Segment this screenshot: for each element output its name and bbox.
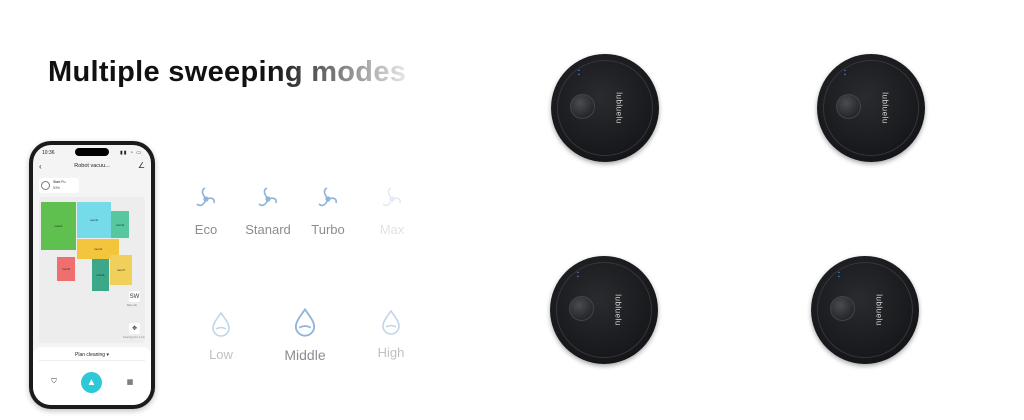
map-move-icon[interactable]: ✥ [129, 323, 140, 334]
robot-avatar-icon [41, 181, 50, 190]
robot-ring [556, 262, 652, 358]
robot-brand: lubluelu [614, 92, 624, 124]
robot-battery: 53% [53, 186, 61, 190]
map-room-1[interactable]: room1 [41, 202, 76, 250]
map-room-2[interactable]: room2 [77, 202, 111, 238]
app-screen: 10:36 ▮▮ ◔ ▭ ‹ Robot vacuu... ∠ Start Fu… [33, 145, 151, 405]
map-edit-button[interactable]: SW [129, 291, 140, 302]
water-low: Low [186, 310, 256, 362]
robot-ring [557, 60, 653, 156]
mode-label-turbo: Turbo [311, 222, 345, 237]
app-title: Robot vacuu... [74, 163, 110, 169]
robot-vacuum-3: ▪▪ lubluelu [550, 256, 658, 364]
water-label-low: Low [209, 347, 233, 362]
map-room-4[interactable]: room4 [77, 239, 119, 259]
water-middle: Middle [270, 306, 340, 363]
map-room-6[interactable]: room6 [92, 259, 109, 291]
app-bar: ‹ Robot vacuu... ∠ [33, 161, 151, 173]
water-drop-icon [294, 307, 316, 337]
water-high: High [356, 308, 426, 360]
cleaning-map[interactable]: room1 room2 room3 room4 room5 room6 room… [39, 197, 145, 343]
phone-notch [75, 148, 109, 156]
robot-lidar-button [569, 296, 594, 321]
water-label-middle: Middle [284, 347, 326, 363]
mode-label-max: Max [379, 222, 405, 237]
robot-brand: lubluelu [880, 92, 890, 124]
water-drop-icon [212, 311, 230, 337]
map-room-5[interactable]: room5 [57, 257, 75, 281]
robot-ring [823, 60, 919, 156]
robot-brand: lubluelu [613, 294, 623, 326]
robot-status-card[interactable]: Start Fu 53% [39, 178, 79, 193]
status-led-icon: ▪▪ [844, 68, 846, 78]
robot-lidar-button [830, 296, 855, 321]
grid-icon[interactable]: ▦ [126, 379, 134, 386]
fan-icon [196, 187, 215, 207]
map-room-7[interactable]: room7 [110, 255, 132, 285]
robot-lidar-button [836, 94, 861, 119]
robot-status-name: Start Fu [53, 180, 66, 184]
status-led-icon: ▪▪ [838, 270, 840, 280]
fan-icon [382, 187, 401, 207]
sweep-icon: ▲ [86, 377, 97, 388]
mode-label-eco: Eco [194, 222, 218, 237]
headline: Multiple sweeping modes [48, 56, 407, 88]
robot-vacuum-1: ▪▪ lubluelu [551, 54, 659, 162]
fan-icon [258, 187, 277, 207]
robot-lidar-button [570, 94, 595, 119]
bottom-panel: Plan cleaning ▾ ⛉ ▲ ▦ [33, 347, 151, 405]
mode-turbo: Turbo [293, 185, 363, 237]
clean-start-button[interactable]: ▲ [81, 372, 102, 393]
map-room-3[interactable]: room3 [111, 211, 129, 238]
robot-brand: lubluelu [874, 294, 884, 326]
shield-icon[interactable]: ⛉ [51, 378, 57, 385]
mode-max: Max [357, 185, 427, 237]
phone-mockup: 10:36 ▮▮ ◔ ▭ ‹ Robot vacuu... ∠ Start Fu… [29, 141, 155, 409]
water-label-high: High [377, 345, 405, 360]
robot-vacuum-2: ▪▪ lubluelu [817, 54, 925, 162]
water-drop-icon [382, 309, 400, 335]
edit-icon[interactable]: ∠ [137, 161, 145, 170]
status-led-icon: ▪▪ [578, 68, 580, 78]
status-time: 10:36 [42, 150, 55, 156]
robot-ring [817, 262, 913, 358]
mode-label-standard: Stanard [245, 222, 291, 237]
status-led-icon: ▪▪ [577, 270, 579, 280]
map-edit-caption: Map edit [127, 304, 137, 307]
divider [39, 360, 145, 361]
status-icons: ▮▮ ◔ ▭ [119, 150, 142, 156]
mode-standard: Stanard [233, 185, 303, 237]
robot-vacuum-4: ▪▪ lubluelu [811, 256, 919, 364]
back-icon[interactable]: ‹ [39, 162, 42, 171]
fan-icon [318, 187, 337, 207]
map-footer: Cleaning time 0 min [122, 336, 145, 339]
mode-eco: Eco [171, 185, 241, 237]
plan-cleaning-button[interactable]: Plan cleaning ▾ [75, 352, 109, 358]
